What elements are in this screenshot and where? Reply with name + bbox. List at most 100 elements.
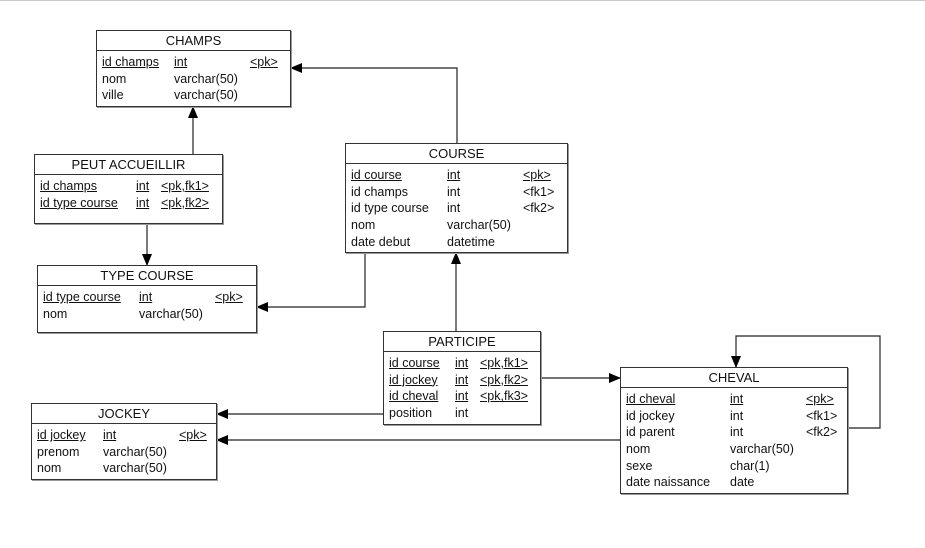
column-type: int — [136, 195, 150, 210]
column-row: id jockey int <pk,fk2> — [389, 372, 536, 389]
column-type: int — [447, 168, 461, 182]
column-type: int — [447, 201, 461, 216]
column-name: id jockey — [626, 408, 675, 423]
entity-title: COURSE — [346, 144, 567, 164]
column-row: id champs int <fk1> — [351, 184, 562, 201]
column-name: id type course — [351, 201, 429, 216]
column-name: ville — [102, 88, 124, 103]
column-key — [523, 234, 562, 251]
column-key — [480, 405, 536, 422]
column-name: date debut — [351, 234, 411, 249]
column-name: nom — [626, 442, 651, 457]
column-row: date naissance date — [626, 474, 845, 491]
link-course-typecourse — [256, 253, 366, 312]
column-type: int — [455, 406, 469, 421]
column-type: int — [730, 425, 744, 440]
column-row: id jockey int <fk1> — [626, 408, 845, 425]
column-type: int — [730, 408, 744, 423]
entity-peut-accueillir[interactable]: PEUT ACCUEILLIR id champs int <pk,fk1> i… — [34, 154, 223, 224]
entity-title: CHAMPS — [97, 31, 290, 51]
entity-course[interactable]: COURSE id course int <pk> id champs int … — [345, 143, 568, 253]
column-key: <pk> — [523, 168, 551, 182]
column-key: <pk,fk1> — [480, 356, 528, 370]
column-key: <pk,fk1> — [161, 179, 209, 193]
column-list: id course int <pk,fk1> id jockey int <pk… — [389, 355, 536, 422]
column-type: int — [730, 392, 744, 406]
column-type: int — [455, 356, 469, 370]
column-row: date debut datetime — [351, 234, 562, 251]
column-name: nom — [102, 71, 127, 86]
link-course-champs — [290, 63, 458, 143]
column-row: id type course int <fk2> — [351, 200, 562, 217]
entity-participe[interactable]: PARTICIPE id course int <pk,fk1> id jock… — [383, 331, 541, 425]
column-key: <pk> — [215, 290, 243, 304]
column-name: date naissance — [626, 475, 711, 490]
entity-jockey[interactable]: JOCKEY id jockey int <pk> prenom varchar… — [31, 403, 217, 480]
column-name: position — [389, 406, 433, 421]
column-list: id type course int <pk> nom varchar(50) — [43, 289, 251, 322]
column-key — [523, 217, 562, 234]
column-key: <pk> — [806, 392, 834, 406]
column-row: nom varchar(50) — [102, 71, 286, 88]
column-row: position int — [389, 405, 536, 422]
column-type: int — [136, 179, 150, 193]
column-row: id cheval int <pk> — [626, 391, 845, 408]
column-key — [806, 441, 845, 458]
column-name: prenom — [37, 444, 80, 459]
column-name: id type course — [40, 195, 118, 210]
column-row: nom varchar(50) — [43, 306, 251, 323]
column-name: nom — [43, 306, 68, 321]
column-key: <fk2> — [806, 425, 838, 440]
column-list: id course int <pk> id champs int <fk1> i… — [351, 167, 562, 250]
column-row: id parent int <fk2> — [626, 424, 845, 441]
column-list: id cheval int <pk> id jockey int <fk1> i… — [626, 391, 845, 491]
entity-cheval[interactable]: CHEVAL id cheval int <pk> id jockey int … — [620, 367, 848, 494]
entity-title: PEUT ACCUEILLIR — [35, 155, 222, 175]
column-name: nom — [351, 218, 376, 233]
column-key: <fk2> — [523, 201, 555, 216]
column-type: int — [455, 372, 469, 387]
column-key: <pk,fk2> — [480, 372, 528, 387]
column-key — [250, 71, 286, 88]
column-row: ville varchar(50) — [102, 87, 286, 104]
column-key — [806, 474, 845, 491]
entity-champs[interactable]: CHAMPS id champs int <pk> nom varchar(50… — [96, 30, 291, 107]
entity-title: CHEVAL — [621, 368, 847, 388]
column-name: id type course — [43, 290, 121, 304]
column-row: nom varchar(50) — [37, 460, 215, 477]
column-key: <fk1> — [523, 184, 555, 199]
column-type: char(1) — [730, 458, 770, 473]
column-name: id course — [389, 356, 440, 370]
column-row: id course int <pk,fk1> — [389, 355, 536, 372]
column-name: id course — [351, 168, 402, 182]
column-type: varchar(50) — [139, 306, 203, 321]
column-name: id jockey — [37, 428, 86, 442]
column-key: <pk,fk3> — [480, 389, 528, 404]
entity-title: PARTICIPE — [384, 332, 540, 352]
column-type: datetime — [447, 234, 495, 249]
column-row: prenom varchar(50) — [37, 444, 215, 461]
column-row: id champs int <pk> — [102, 54, 286, 71]
column-type: date — [730, 475, 755, 490]
link-cheval-self — [731, 335, 881, 429]
column-name: id cheval — [389, 389, 439, 404]
column-type: int — [447, 184, 461, 199]
column-key — [215, 306, 251, 323]
column-type: int — [103, 428, 117, 442]
column-row: id jockey int <pk> — [37, 427, 215, 444]
column-key — [250, 87, 286, 104]
column-type: int — [139, 290, 153, 304]
entity-title: TYPE COURSE — [38, 266, 256, 286]
column-key: <pk> — [179, 428, 207, 442]
column-key — [179, 444, 215, 461]
column-row: id champs int <pk,fk1> — [40, 178, 217, 195]
column-list: id jockey int <pk> prenom varchar(50) no… — [37, 427, 215, 477]
column-row: id type course int <pk,fk2> — [40, 195, 217, 212]
column-type: varchar(50) — [174, 88, 238, 103]
column-name: id parent — [626, 425, 675, 440]
entity-title: JOCKEY — [32, 404, 216, 424]
entity-type-course[interactable]: TYPE COURSE id type course int <pk> nom … — [37, 265, 257, 333]
column-key: <fk1> — [806, 408, 838, 423]
column-row: id course int <pk> — [351, 167, 562, 184]
